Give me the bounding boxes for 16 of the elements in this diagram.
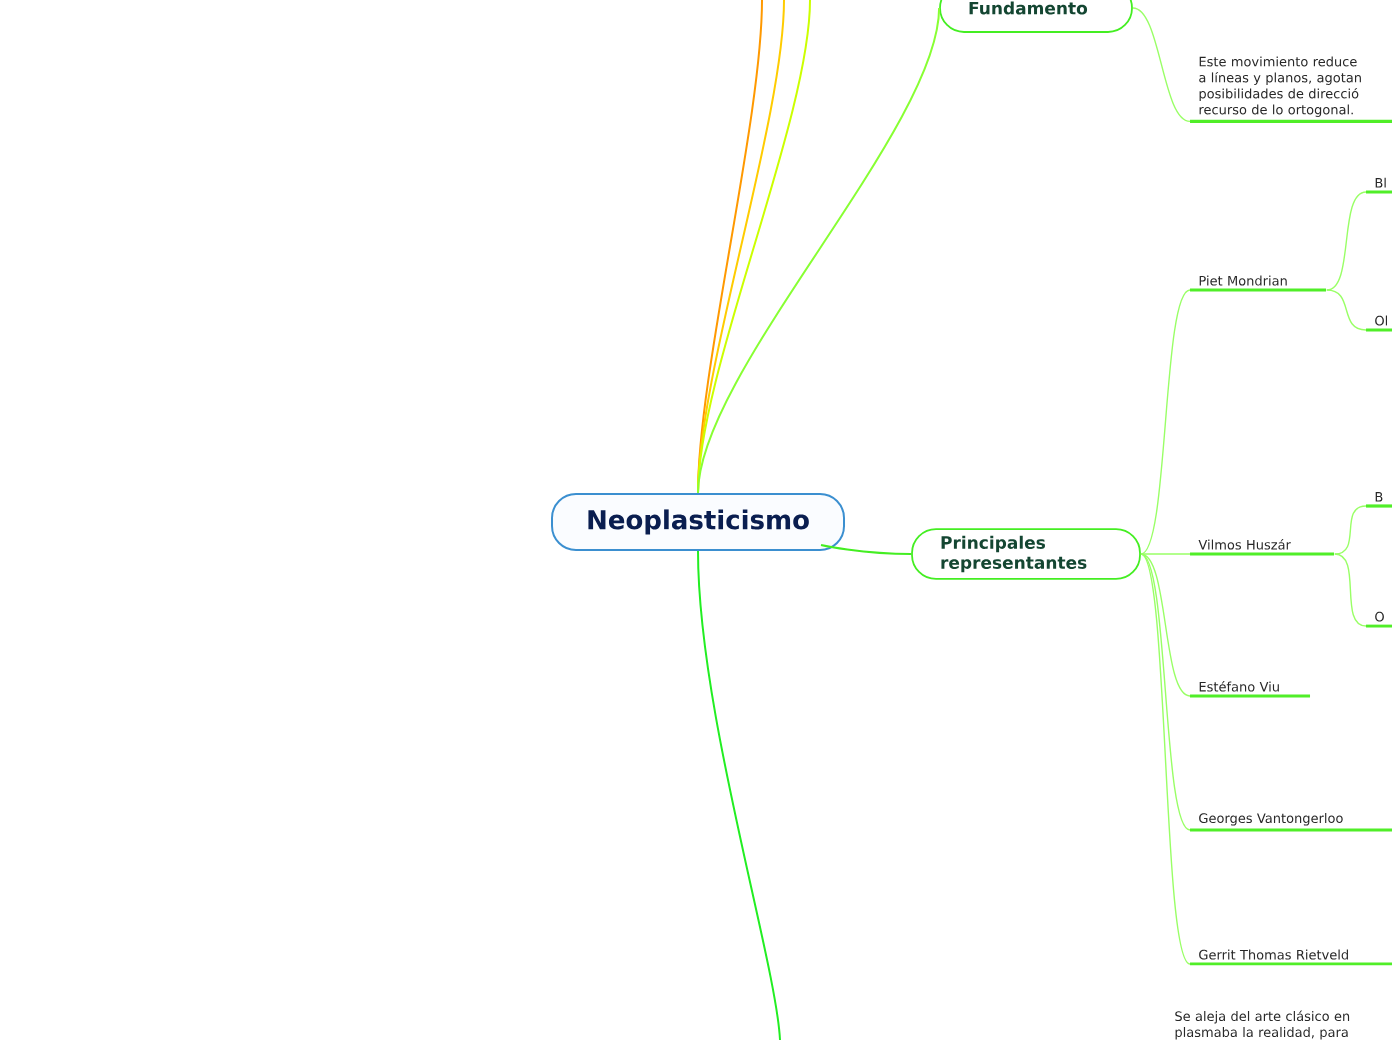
branch-line — [1334, 505, 1367, 555]
branch-line — [1326, 289, 1367, 331]
branch-line — [1334, 553, 1367, 627]
branch-line — [820, 544, 913, 555]
branch-line — [697, 7, 941, 494]
branch-line — [1140, 553, 1191, 697]
branch-box: Principales representantes — [911, 528, 1141, 580]
topic-box: Neoplasticismo — [551, 493, 845, 551]
branch-line — [1140, 553, 1191, 965]
branch-line — [1326, 191, 1367, 291]
branch-line — [1140, 553, 1191, 555]
branch-box: Fundamento — [939, 0, 1133, 33]
branch-line — [1132, 7, 1191, 123]
branch-line — [1140, 553, 1191, 831]
branch-line — [1140, 289, 1191, 555]
branch-line — [697, 550, 781, 1040]
